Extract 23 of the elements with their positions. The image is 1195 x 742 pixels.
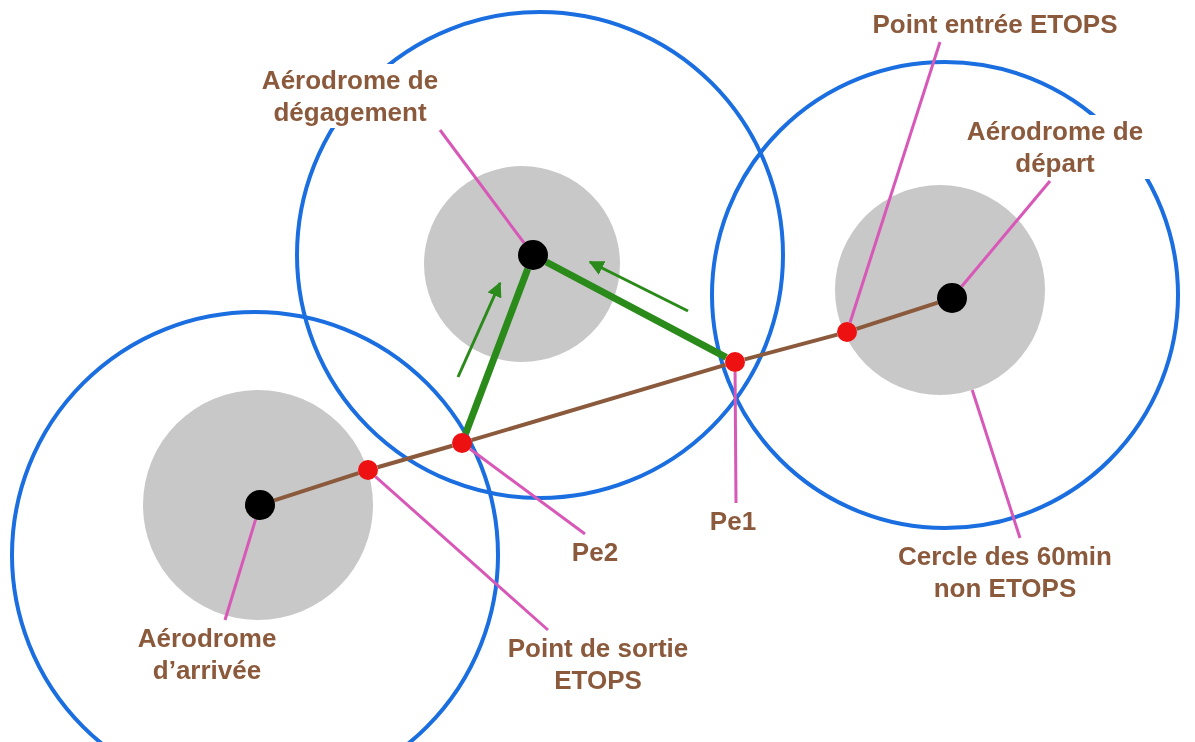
- route-line: [377, 443, 453, 470]
- route-line: [471, 362, 726, 443]
- route-point: [358, 460, 378, 480]
- route-line: [462, 267, 531, 435]
- route-line: [273, 471, 360, 503]
- leader-line: [733, 372, 738, 503]
- leader-line: [970, 389, 1022, 539]
- leader-line: [438, 129, 526, 244]
- aerodrome-dot: [518, 240, 548, 270]
- route-point: [837, 322, 857, 342]
- route-line: [744, 332, 838, 362]
- leader-line: [848, 41, 942, 323]
- leader-line: [374, 475, 549, 632]
- leader-line: [960, 180, 1052, 288]
- route-point: [452, 433, 472, 453]
- aerodrome-dot: [245, 490, 275, 520]
- aerodrome-dot: [937, 283, 967, 313]
- leader-line: [223, 518, 258, 621]
- leader-line: [469, 447, 586, 536]
- route-line: [855, 300, 939, 331]
- route-line: [544, 258, 728, 361]
- range-disk: [835, 185, 1045, 395]
- route-point: [725, 352, 745, 372]
